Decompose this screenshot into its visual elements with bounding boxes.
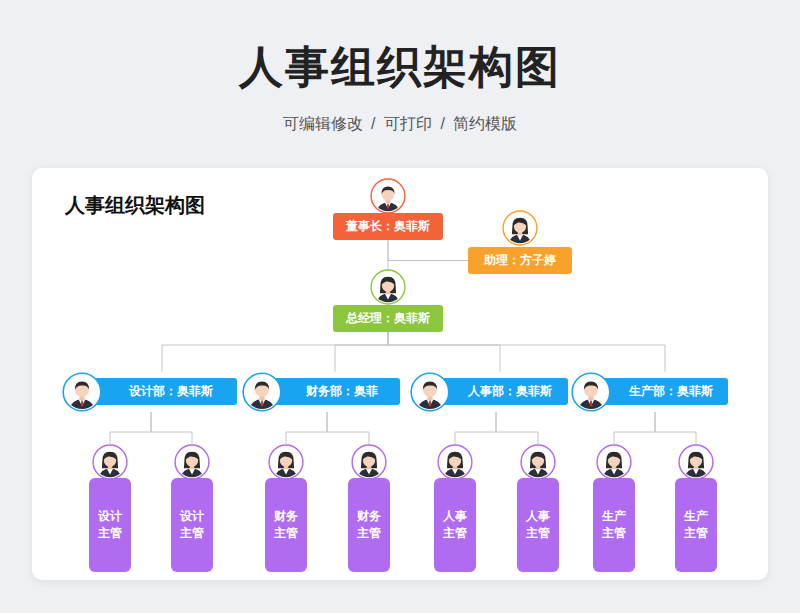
connector-line (110, 412, 151, 444)
connector-line (388, 240, 468, 261)
manager-box: 设计 主管 (171, 478, 213, 572)
avatar-icon (370, 269, 406, 305)
department-node: 设计部：奥菲斯 (62, 372, 237, 412)
connector-line (286, 412, 327, 444)
title-node: 总经理：奥菲斯 (333, 269, 443, 332)
manager-text: 人事 主管 (523, 508, 553, 542)
connector-line (655, 412, 696, 444)
manager-text: 财务 主管 (354, 508, 384, 542)
manager-text: 生产 主管 (681, 508, 711, 542)
manager-box: 财务 主管 (265, 478, 307, 572)
role-box: 董事长：奥菲斯 (333, 213, 443, 240)
manager-node: 设计 主管 (89, 444, 131, 572)
department-text: 生产部：奥菲斯 (629, 384, 713, 398)
manager-text: 财务 主管 (271, 508, 301, 542)
avatar-icon (520, 444, 556, 480)
department-text: 财务部：奥菲 (306, 384, 378, 398)
avatar-icon (596, 444, 632, 480)
department-node: 生产部：奥菲斯 (571, 372, 728, 412)
manager-node: 人事 主管 (517, 444, 559, 572)
manager-node: 财务 主管 (265, 444, 307, 572)
title-node: 助理：方子婷 (468, 210, 572, 274)
connector-line (614, 412, 655, 444)
connector-line (455, 412, 496, 444)
manager-box: 人事 主管 (517, 478, 559, 572)
role-text: 助理：方子婷 (484, 253, 556, 267)
manager-box: 财务 主管 (348, 478, 390, 572)
manager-box: 生产 主管 (593, 478, 635, 572)
avatar-icon (437, 444, 473, 480)
connector-line (388, 332, 665, 372)
page-title: 人事组织架构图 (0, 38, 800, 97)
card-title: 人事组织架构图 (65, 192, 205, 219)
avatar-icon (502, 210, 538, 246)
department-box: 生产部：奥菲斯 (591, 378, 728, 405)
avatar-icon (351, 444, 387, 480)
role-text: 总经理：奥菲斯 (346, 311, 430, 325)
avatar-icon (92, 444, 128, 480)
connector-line (327, 412, 369, 444)
manager-text: 人事 主管 (440, 508, 470, 542)
role-box: 总经理：奥菲斯 (333, 305, 443, 332)
manager-node: 财务 主管 (348, 444, 390, 572)
department-node: 人事部：奥菲斯 (410, 372, 568, 412)
manager-text: 设计 主管 (95, 508, 125, 542)
manager-node: 生产 主管 (593, 444, 635, 572)
subtitle: 可编辑修改 / 可打印 / 简约模版 (0, 114, 800, 135)
avatar-icon (370, 178, 406, 214)
manager-text: 设计 主管 (177, 508, 207, 542)
department-box: 人事部：奥菲斯 (430, 378, 568, 405)
manager-box: 人事 主管 (434, 478, 476, 572)
avatar-icon (62, 372, 102, 412)
manager-box: 生产 主管 (675, 478, 717, 572)
manager-text: 生产 主管 (599, 508, 629, 542)
connector-line (388, 332, 500, 372)
role-box: 助理：方子婷 (468, 247, 572, 274)
avatar-icon (242, 372, 282, 412)
connector-line (335, 332, 388, 372)
connector-line (388, 240, 389, 269)
connector-line (162, 332, 388, 372)
manager-node: 设计 主管 (171, 444, 213, 572)
manager-box: 设计 主管 (89, 478, 131, 572)
title-node: 董事长：奥菲斯 (333, 178, 443, 240)
department-box: 设计部：奥菲斯 (82, 378, 237, 405)
role-text: 董事长：奥菲斯 (346, 219, 430, 233)
manager-node: 人事 主管 (434, 444, 476, 572)
department-box: 财务部：奥菲 (262, 378, 400, 405)
department-node: 财务部：奥菲 (242, 372, 400, 412)
connector-line (151, 412, 192, 444)
avatar-icon (678, 444, 714, 480)
avatar-icon (410, 372, 450, 412)
manager-node: 生产 主管 (675, 444, 717, 572)
department-text: 人事部：奥菲斯 (468, 384, 552, 398)
connector-line (496, 412, 538, 444)
department-text: 设计部：奥菲斯 (129, 384, 213, 398)
avatar-icon (174, 444, 210, 480)
avatar-icon (571, 372, 611, 412)
avatar-icon (268, 444, 304, 480)
